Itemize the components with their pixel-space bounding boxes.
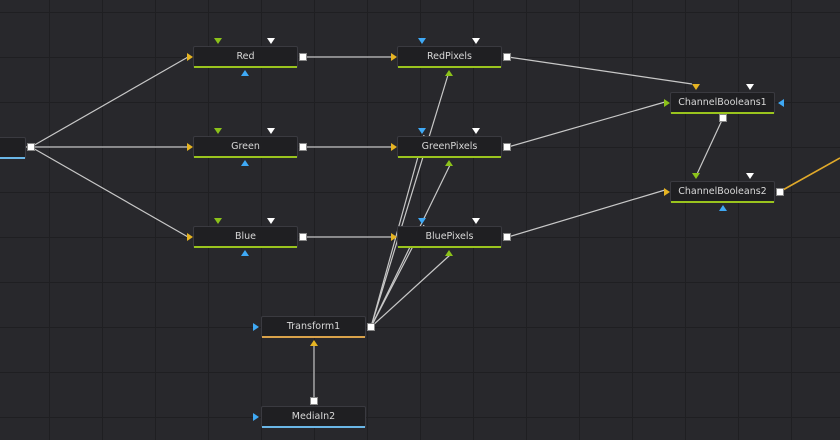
- node-green-output-pin[interactable]: [299, 143, 307, 151]
- node-bluepixels[interactable]: BluePixels: [397, 226, 502, 248]
- node-red-bar: [194, 66, 297, 68]
- node-greenpixels[interactable]: GreenPixels: [397, 136, 502, 158]
- wire-bluepixels-cb2[interactable]: [507, 189, 666, 238]
- node-red-top-white-pin[interactable]: [267, 38, 275, 44]
- node-redpixels-mask-pin[interactable]: [445, 70, 453, 76]
- node-redpixels-top-white-pin[interactable]: [472, 38, 480, 44]
- node-greenpixels-top-white-pin[interactable]: [472, 128, 480, 134]
- node-channelbooleans2-mask-pin[interactable]: [719, 205, 727, 211]
- node-transform1-effect-mask-pin[interactable]: [253, 323, 259, 331]
- wire-source-red[interactable]: [30, 56, 189, 148]
- source-node-bar: [0, 157, 25, 159]
- node-mediain2[interactable]: MediaIn2: [261, 406, 366, 428]
- node-red[interactable]: Red: [193, 46, 298, 68]
- node-redpixels-input-pin[interactable]: [391, 53, 397, 61]
- node-green[interactable]: Green: [193, 136, 298, 158]
- node-bluepixels-input-pin[interactable]: [391, 233, 397, 241]
- node-bluepixels-mask-pin[interactable]: [445, 250, 453, 256]
- node-channelbooleans1-input-pin[interactable]: [664, 99, 670, 107]
- node-channelbooleans2-bar: [671, 201, 774, 203]
- node-channelbooleans1-label: ChannelBooleans1: [678, 96, 767, 108]
- node-blue[interactable]: Blue: [193, 226, 298, 248]
- node-transform1-bar: [262, 336, 365, 338]
- node-channelbooleans1[interactable]: ChannelBooleans1: [670, 92, 775, 114]
- node-channelbooleans2-top-white-pin[interactable]: [746, 173, 754, 179]
- node-channelbooleans1-bar: [671, 112, 774, 114]
- node-greenpixels-label: GreenPixels: [421, 140, 478, 152]
- node-green-bar: [194, 156, 297, 158]
- node-transform1-input-pin[interactable]: [310, 340, 318, 346]
- node-greenpixels-output-pin[interactable]: [503, 143, 511, 151]
- node-redpixels[interactable]: RedPixels: [397, 46, 502, 68]
- node-red-input-pin[interactable]: [187, 53, 193, 61]
- node-blue-mask-pin[interactable]: [241, 250, 249, 256]
- node-greenpixels-input-pin[interactable]: [391, 143, 397, 151]
- node-red-top-green-pin[interactable]: [214, 38, 222, 44]
- wire-transform-redpixels[interactable]: [370, 74, 449, 328]
- node-red-output-pin[interactable]: [299, 53, 307, 61]
- node-channelbooleans2-output-pin[interactable]: [776, 188, 784, 196]
- node-bluepixels-output-pin[interactable]: [503, 233, 511, 241]
- node-blue-top-green-pin[interactable]: [214, 218, 222, 224]
- wire-cb1-cb2[interactable]: [696, 117, 724, 175]
- wire-cb2-output[interactable]: [780, 157, 840, 192]
- node-transform1-label: Transform1: [286, 320, 341, 332]
- node-green-label: Green: [231, 140, 260, 152]
- node-channelbooleans1-side-blue-pin[interactable]: [778, 99, 784, 107]
- node-mediain2-bar: [262, 426, 365, 428]
- node-greenpixels-mask-pin[interactable]: [445, 160, 453, 166]
- source-node-partial[interactable]: [0, 137, 26, 159]
- wire-source-blue[interactable]: [30, 146, 189, 238]
- wire-transform-bluepixels[interactable]: [370, 254, 451, 328]
- node-redpixels-bar: [398, 66, 501, 68]
- node-channelbooleans2-label: ChannelBooleans2: [678, 185, 767, 197]
- node-blue-output-pin[interactable]: [299, 233, 307, 241]
- node-transform1-output-pin[interactable]: [367, 323, 375, 331]
- node-green-top-white-pin[interactable]: [267, 128, 275, 134]
- node-channelbooleans2-top-green-pin[interactable]: [692, 173, 700, 179]
- node-mediain2-output-pin[interactable]: [310, 397, 318, 405]
- wire-redpixels-cb1[interactable]: [507, 56, 693, 85]
- node-blue-top-white-pin[interactable]: [267, 218, 275, 224]
- node-red-mask-pin[interactable]: [241, 70, 249, 76]
- node-bluepixels-top-white-pin[interactable]: [472, 218, 480, 224]
- node-redpixels-top-blue-pin[interactable]: [418, 38, 426, 44]
- source-output-pin[interactable]: [27, 143, 35, 151]
- node-green-input-pin[interactable]: [187, 143, 193, 151]
- node-redpixels-label: RedPixels: [427, 50, 472, 62]
- node-blue-bar: [194, 246, 297, 248]
- node-channelbooleans1-output-pin[interactable]: [719, 114, 727, 122]
- node-mediain2-effect-mask-pin[interactable]: [253, 413, 259, 421]
- node-bluepixels-top-blue-pin[interactable]: [418, 218, 426, 224]
- node-channelbooleans1-top-yellow-pin[interactable]: [692, 84, 700, 90]
- node-greenpixels-bar: [398, 156, 501, 158]
- node-greenpixels-top-blue-pin[interactable]: [418, 128, 426, 134]
- node-green-mask-pin[interactable]: [241, 160, 249, 166]
- node-bluepixels-bar: [398, 246, 501, 248]
- node-transform1[interactable]: Transform1: [261, 316, 366, 338]
- node-channelbooleans2-input-pin[interactable]: [664, 188, 670, 196]
- node-channelbooleans2[interactable]: ChannelBooleans2: [670, 181, 775, 203]
- node-green-top-green-pin[interactable]: [214, 128, 222, 134]
- node-bluepixels-label: BluePixels: [425, 230, 474, 242]
- node-red-label: Red: [236, 50, 255, 62]
- node-mediain2-label: MediaIn2: [291, 410, 336, 422]
- node-redpixels-output-pin[interactable]: [503, 53, 511, 61]
- wire-greenpixels-cb1[interactable]: [507, 101, 666, 148]
- node-blue-input-pin[interactable]: [187, 233, 193, 241]
- node-blue-label: Blue: [234, 230, 257, 242]
- node-channelbooleans1-top-white-pin[interactable]: [746, 84, 754, 90]
